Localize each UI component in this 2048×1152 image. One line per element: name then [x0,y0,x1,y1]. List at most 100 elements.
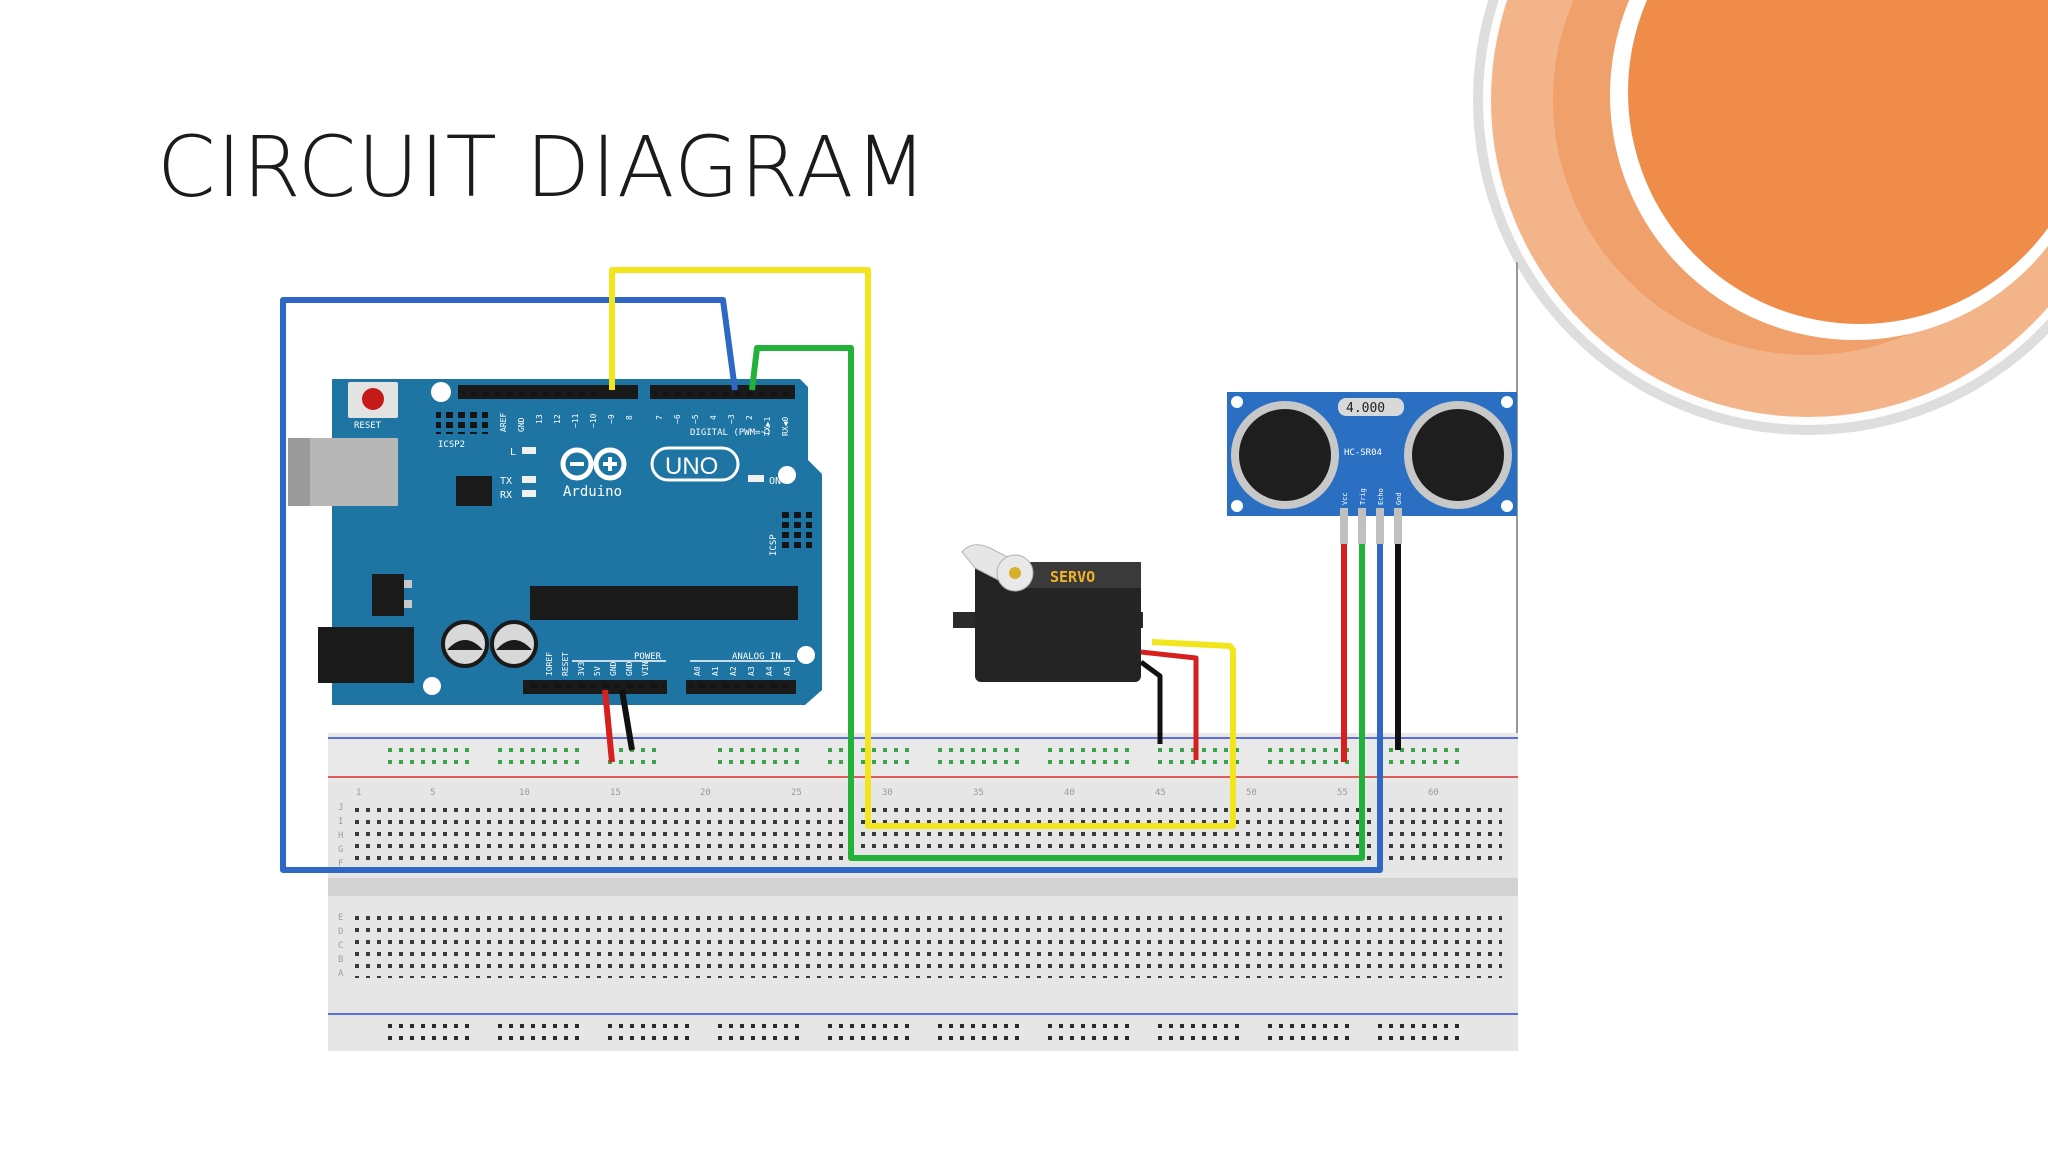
reset-button-cap [362,388,384,410]
power-label: POWER [634,652,662,662]
ultrasonic-sensor: 4.000 HC-SR04 Vcc Trig Echo Gnd [1227,392,1517,544]
led-tx [522,476,536,483]
arduino-logo: UNO Arduino [560,446,740,500]
col-number: 50 [1246,788,1257,798]
row-letter: J [338,803,343,813]
pin-label: ~3 [727,414,736,424]
wire-red-arduino-5v [602,689,615,763]
mount-hole [431,382,451,402]
pin-label: 4 [709,415,718,420]
pin-label: A5 [783,666,792,676]
pin-label: A0 [693,666,702,676]
col-number: 15 [610,788,621,798]
page-title: CIRCUIT DIAGRAM [157,118,928,216]
on-label: ON [769,476,781,487]
pin-label: 3V3 [577,661,586,676]
led-l [522,447,536,454]
wires [280,267,1401,873]
col-number: 20 [700,788,711,798]
analog-pin-labels: A0 A1 A2 A3 A4 A5 [693,666,792,676]
sensor-pin-labels: Vcc Trig Echo Gnd [1341,488,1403,505]
pin-label: 12 [553,414,562,424]
column-numbers: 1 5 10 15 20 25 30 35 40 45 50 55 60 [356,788,1439,798]
col-number: 5 [430,788,435,798]
pin-label: ~9 [607,414,616,424]
pin-label: IOREF [545,652,554,676]
pin-label: Trig [1359,488,1367,505]
pin-label: A2 [729,666,738,676]
pin-label: 2 [745,415,754,420]
pin-label: 8 [625,415,634,420]
pin-label: Echo [1377,488,1385,505]
row-letter: B [338,955,343,965]
power-jack [318,627,414,683]
microcontroller-chip [530,586,798,620]
pin-label: A4 [765,666,774,676]
pin-label: A3 [747,666,756,676]
pin-label: AREF [499,413,508,432]
led-tx-label: TX [500,476,512,487]
col-number: 10 [519,788,530,798]
top-rail-holes [388,745,1465,769]
brand-label: Arduino [563,484,622,500]
led-rx [522,490,536,497]
col-number: 45 [1155,788,1166,798]
col-number: 55 [1337,788,1348,798]
pin-label: RESET [561,652,570,676]
logo-infinity-left [560,447,594,481]
pin-label: 5V [593,666,602,676]
wire-black-servo-gnd [1139,659,1163,744]
pin-label: GND [609,661,618,676]
wire-green-trig [749,345,1365,861]
row-letter: E [338,913,343,923]
servo-body [975,562,1141,682]
row-letter: G [338,845,343,855]
wire-black-arduino-gnd [619,689,635,751]
row-letters: J I H G F E D C B A [338,803,344,979]
breadboard: 1 5 10 15 20 25 30 35 40 45 50 55 60 J I… [328,733,1518,1051]
pin-label: 13 [535,414,544,424]
bottom-rail-holes [388,1022,1465,1046]
pin-label: Gnd [1395,492,1403,505]
usb-connector-edge [288,438,310,506]
analog-label: ANALOG IN [732,652,781,662]
wire-blue-echo [280,297,1383,873]
pin-label: A1 [711,666,720,676]
pin-label: Vcc [1341,492,1349,505]
pin-label: ~10 [589,413,598,428]
servo-motor: SERVO [953,544,1143,682]
mount-hole [797,646,815,664]
pin-label: GND [517,417,526,432]
row-letter: D [338,927,343,937]
led-rx-label: RX [500,490,512,501]
wire-red-servo-vcc [1140,649,1199,760]
led-l-label: L [510,447,516,458]
pin-label: GND [625,661,634,676]
sensor-pins [1340,508,1402,544]
pin-label: ~11 [571,413,580,428]
mount-hole [423,677,441,695]
pin-label: RX◀0 [781,417,790,436]
row-letter: I [338,817,343,827]
col-number: 40 [1064,788,1075,798]
sensor-model: HC-SR04 [1344,448,1382,458]
col-number: 30 [882,788,893,798]
crystal-oscillator [1338,398,1404,416]
voltage-regulator [372,574,404,616]
pin-label: TX▶1 [763,417,772,436]
icsp-label: ICSP [769,534,779,556]
reset-label: RESET [354,421,382,431]
col-number: 35 [973,788,984,798]
col-number: 25 [791,788,802,798]
row-letter: C [338,941,343,951]
lower-terminal-holes [352,910,1502,978]
usb-chip [456,476,492,506]
icsp2-header [436,408,488,434]
power-pin-labels: IOREF RESET 3V3 5V GND GND VIN [545,652,650,676]
icsp2-label: ICSP2 [438,440,465,450]
digital-header-pins [462,388,793,396]
top-pin-labels: AREF GND 13 12 ~11 ~10 ~9 8 7 ~6 ~5 4 ~3… [499,413,790,436]
row-letter: A [338,969,344,979]
